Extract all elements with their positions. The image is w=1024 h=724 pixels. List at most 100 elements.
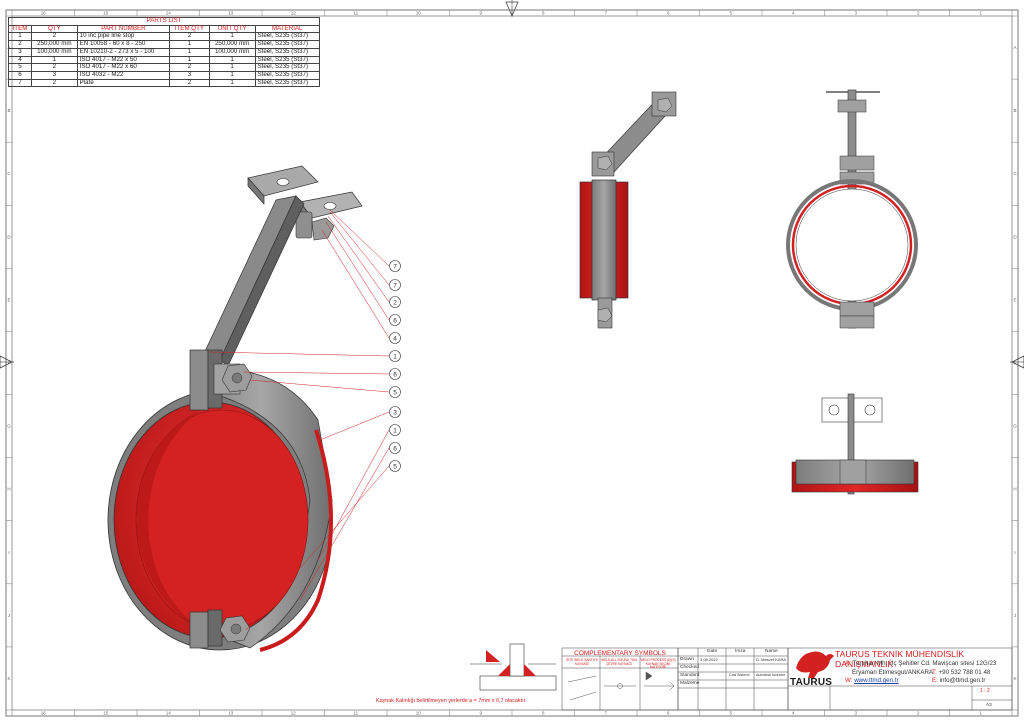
border-zone-number: 7 [604, 11, 607, 16]
phone-value: +90 532 788 01 48 [938, 669, 991, 676]
table-cell: Steel, S235 (St37) [254, 47, 320, 57]
border-zone-number: 4 [792, 711, 795, 716]
border-zone-letter: E [7, 297, 10, 302]
border-zone-number: 5 [729, 11, 732, 16]
border-zone-number: 13 [228, 711, 234, 716]
border-zone-number: 9 [479, 711, 482, 716]
isometric-view [107, 165, 363, 652]
complementary-symbols-title: COMPLEMENTARY SYMBOLS [574, 650, 666, 657]
border-zone-number: 1 [979, 11, 982, 16]
row-standard-cad: Cad Sistemi [729, 673, 750, 677]
row-standard-software: Autodesk Inventor [756, 673, 785, 677]
row-label-malzeme: Malzeme [680, 681, 700, 686]
balloon-label: 5 [393, 463, 397, 470]
border-zone-letter: D [7, 234, 11, 239]
border-zone-number: 12 [291, 11, 297, 16]
table-cell: 3 [8, 47, 32, 57]
border-zone-number: 2 [917, 11, 920, 16]
web-label: W: [845, 677, 853, 684]
border-zone-letter: B [1013, 108, 1016, 113]
company-name: TAURUS TEKNİK MÜHENDİSLİK DANIŞMANLIK [835, 649, 965, 669]
border-zone-number: 12 [291, 711, 297, 716]
row-label-checked: Checked [680, 665, 699, 670]
border-zone-number: 15 [103, 11, 109, 16]
address-line1: Turuhan Mh. Üç Şehitler Cd. Mavişcan sit… [852, 660, 997, 667]
side-view [786, 89, 918, 329]
address-label: A: [845, 660, 851, 667]
border-zone-number: 15 [103, 711, 109, 716]
border-zone-letter: I [1014, 550, 1015, 555]
symbol-weld-all-round: WELD ALL ROUND TÜM ÇEVRE KAYNAĞI [601, 658, 637, 666]
balloon-item: 4 [389, 332, 401, 344]
row-drawn-name: D. Mesvet KARA [756, 657, 787, 662]
border-zone-letter: J [8, 613, 10, 618]
border-zone-number: 13 [228, 11, 234, 16]
border-zone-letter: G [7, 424, 11, 429]
border-zone-number: 16 [41, 711, 47, 716]
border-zone-letter: B [7, 108, 10, 113]
border-zone-number: 14 [166, 711, 172, 716]
border-zone-number: 6 [667, 11, 670, 16]
table-cell: 2 [169, 78, 210, 88]
company-web: W: www.ttmd.gen.tr [845, 677, 899, 684]
balloon-item: 7 [389, 260, 401, 272]
row-label-standard: Standard [680, 673, 700, 678]
balloon-label: 6 [393, 371, 397, 378]
table-cell: Steel, S235 (St37) [254, 70, 320, 80]
title-block-frame [561, 647, 1013, 711]
table-cell: 1 [208, 70, 256, 80]
border-zone-number: 2 [917, 711, 920, 716]
border-zone-letter: C [1013, 171, 1017, 176]
balloon-item: 3 [389, 406, 401, 418]
table-cell: 3 [30, 70, 78, 80]
rev-header-name: Name [765, 649, 778, 654]
symbol-weld-process: WELD PROCESS (E)(S) KAYNAK SEÇİMİ KATEGO… [640, 658, 676, 670]
table-cell: ISO 4032 - M22 [76, 70, 171, 80]
border-zone-number: 1 [979, 711, 982, 716]
centering-mark-right-icon [1011, 355, 1024, 369]
web-link[interactable]: www.ttmd.gen.tr [854, 677, 899, 684]
taurus-logo-text: TAURUS [790, 677, 833, 688]
front-view [579, 91, 677, 329]
balloon-label: 7 [393, 282, 397, 289]
balloon-label: 7 [393, 263, 397, 270]
border-zone-letter: G [1013, 424, 1017, 429]
table-cell: 1 [208, 78, 256, 88]
border-zone-letter: C [7, 171, 11, 176]
border-zone-number: 7 [604, 711, 607, 716]
symbol-site-weld: SITE WELD ŞANTİYE KAYNAĞI [566, 658, 598, 666]
weld-thickness-note: Kaynak Kalınlığı belirtilmeyen yerlerde … [376, 698, 527, 704]
row-label-drawn: Drawn [680, 657, 694, 662]
taurus-logo-bull-icon [796, 651, 834, 678]
balloon-label: 6 [393, 317, 397, 324]
complementary-symbol-sketches [567, 671, 675, 701]
drawing-scale: 1 : 2 [980, 688, 990, 694]
border-zone-letter: K [1013, 676, 1016, 681]
border-zone-letter: H [1013, 487, 1016, 492]
border-zone-letter: D [1013, 234, 1017, 239]
email-value: info@ttmd.gen.tr [939, 677, 986, 684]
leader-lines [209, 209, 390, 631]
border-zone-number: 6 [667, 711, 670, 716]
border-zone-letter: H [7, 487, 10, 492]
border-zone-number: 10 [416, 11, 422, 16]
border-zone-number: 8 [542, 711, 545, 716]
balloon-item: 1 [389, 424, 401, 436]
border-zone-number: 10 [416, 711, 422, 716]
balloon-item: 1 [389, 350, 401, 362]
border-zone-number: 14 [166, 11, 172, 16]
balloon-item: 5 [389, 386, 401, 398]
top-view [791, 393, 919, 495]
balloon-label: 4 [393, 335, 397, 342]
border-zone-number: 5 [729, 711, 732, 716]
table-cell: 100,000 mm [208, 47, 256, 57]
rev-header-imza: İmza [735, 649, 746, 654]
